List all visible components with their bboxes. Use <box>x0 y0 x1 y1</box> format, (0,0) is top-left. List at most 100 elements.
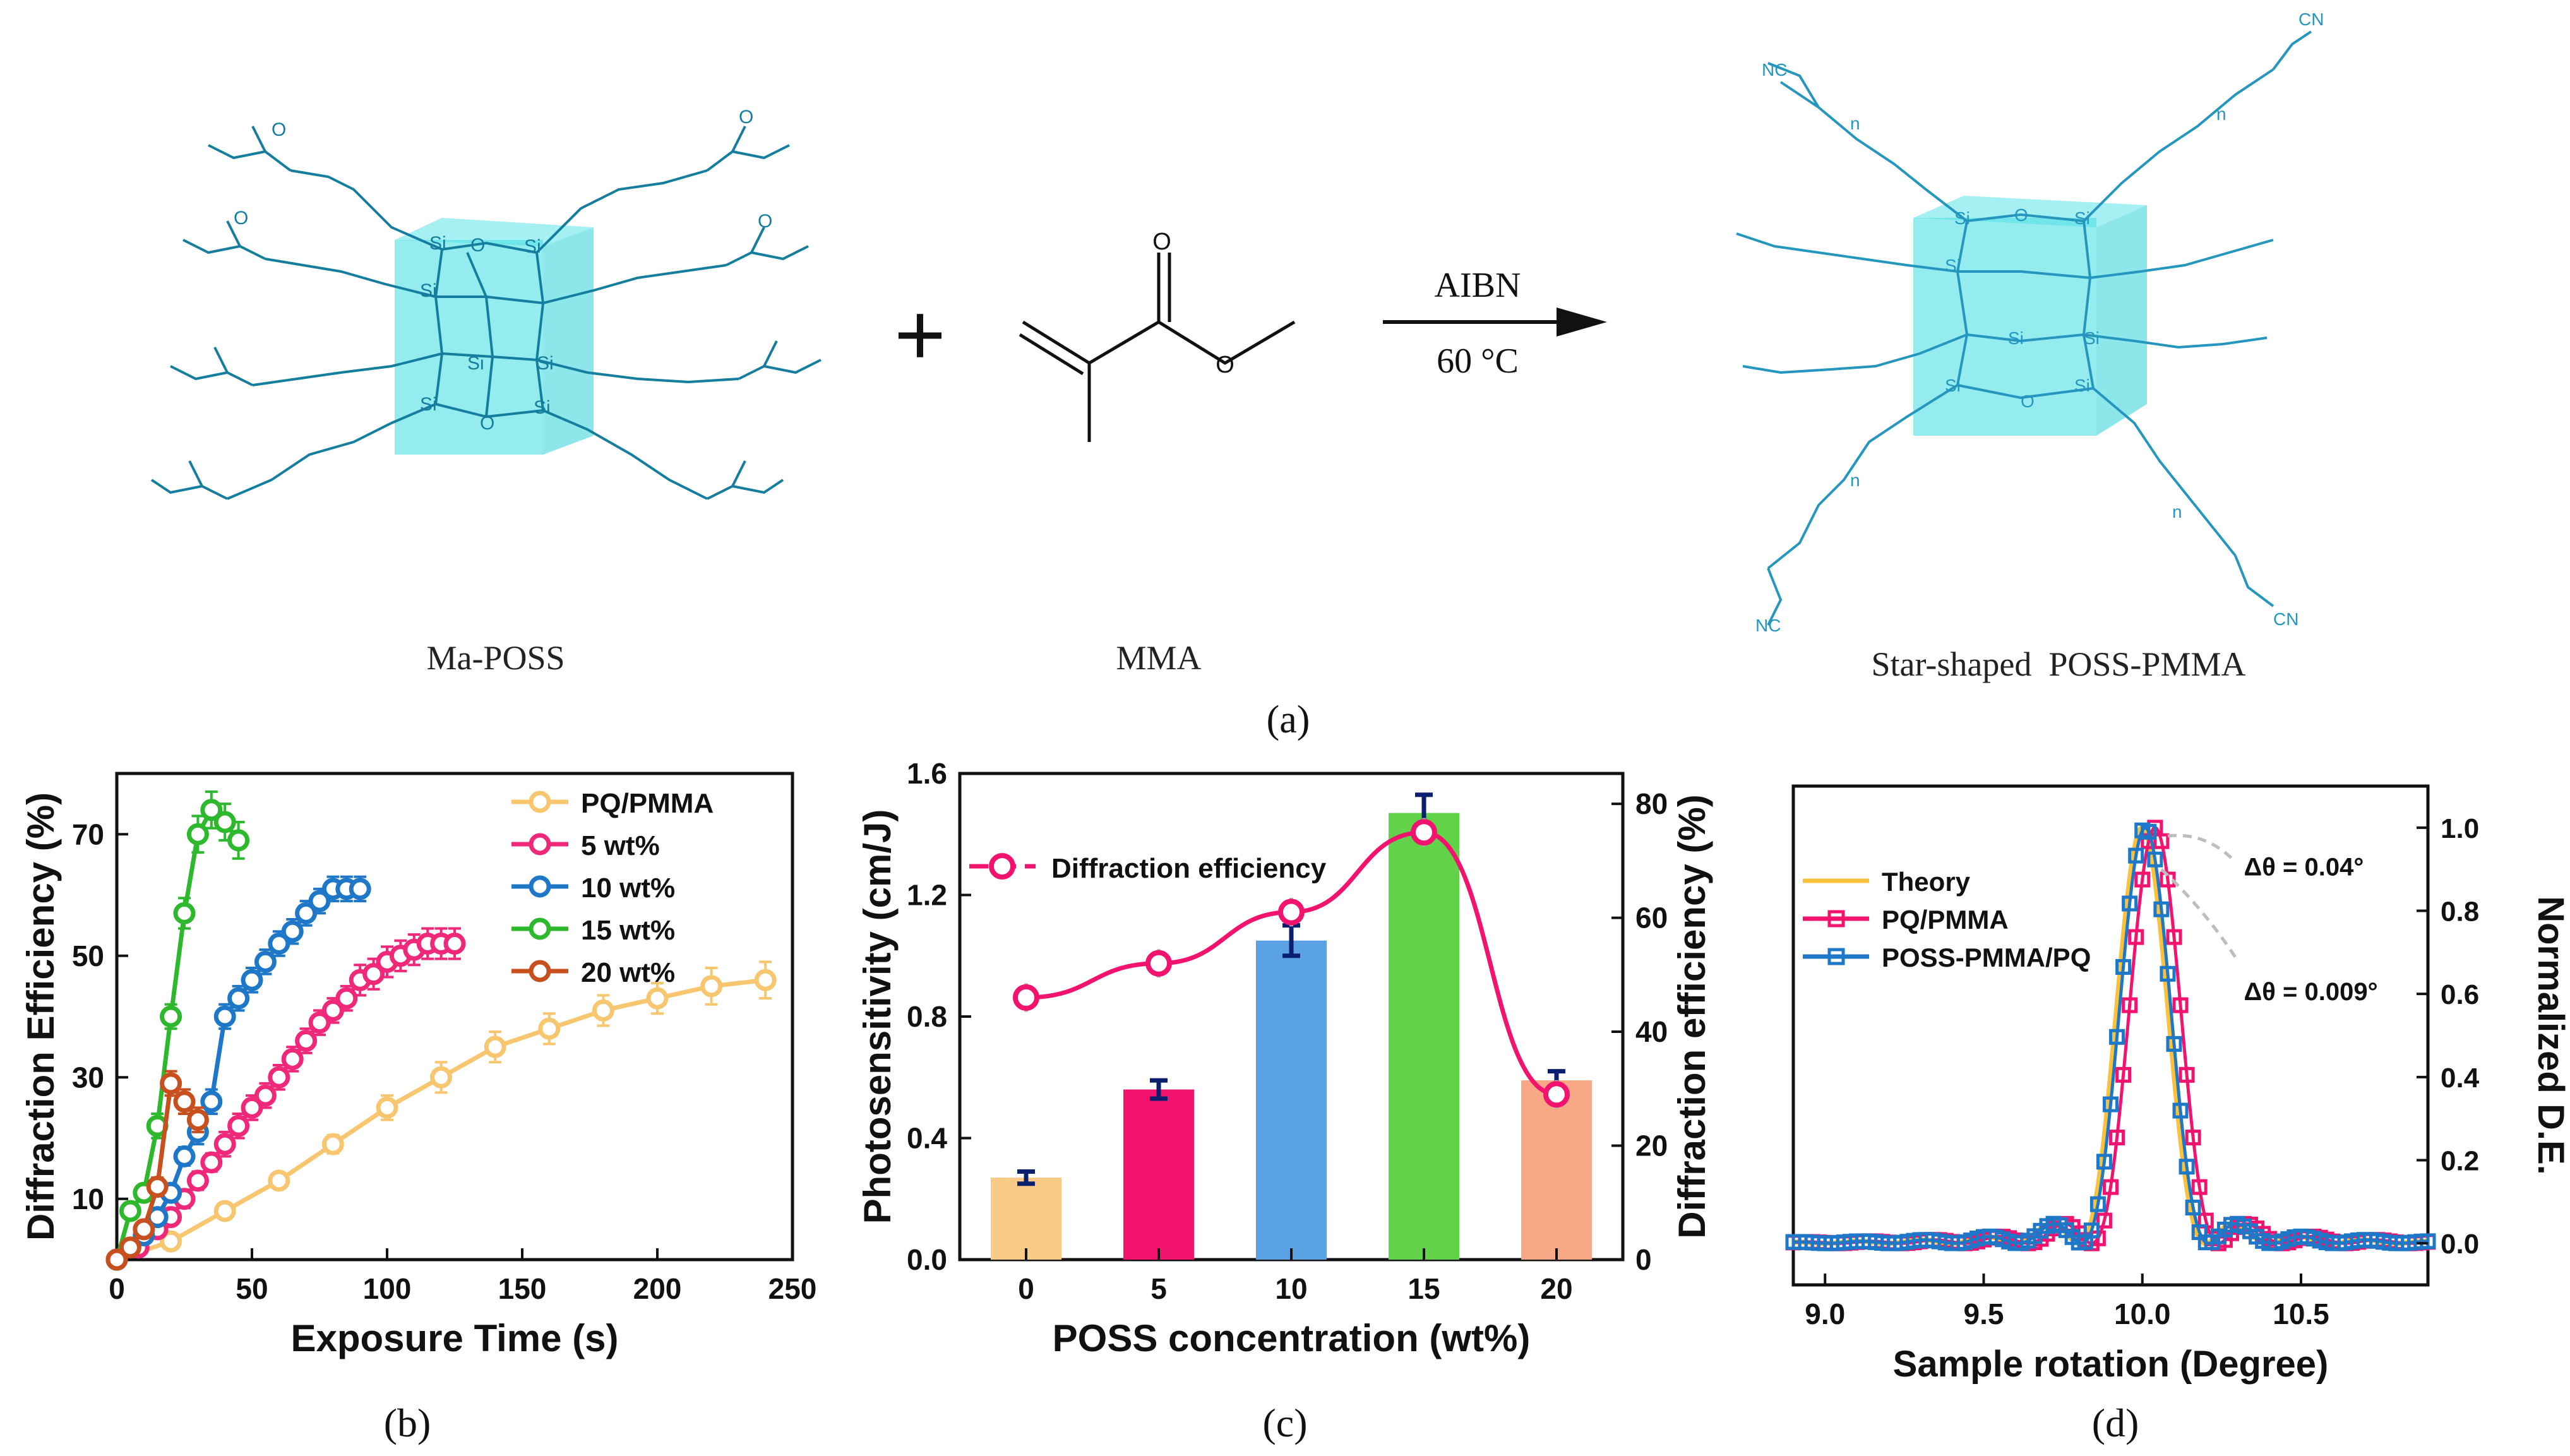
si-atom: Si <box>1954 208 1970 228</box>
y-right-axis-label: Normalized D.E. <box>2530 896 2570 1175</box>
data-point <box>754 969 777 991</box>
y-right-tick-label: 1.0 <box>2441 813 2479 844</box>
data-point <box>213 1133 236 1155</box>
data-point <box>2191 1179 2208 1195</box>
data-point <box>2122 895 2138 912</box>
si-atom: Si <box>1945 256 1961 275</box>
x-tick-label: 5 <box>1151 1272 1167 1305</box>
panel-label: (c) <box>1262 1400 1307 1445</box>
data-point <box>2185 1199 2201 1215</box>
cn-group: CN <box>2273 609 2298 629</box>
data-point <box>227 1114 250 1137</box>
si-atom: Si <box>534 397 551 418</box>
legend-marker <box>1827 948 1845 965</box>
data-point <box>281 1047 304 1070</box>
data-point <box>268 1066 290 1089</box>
o-atom: O <box>739 107 753 128</box>
data-point <box>2172 1102 2189 1119</box>
x-tick-label: 20 <box>1540 1272 1572 1305</box>
data-point <box>646 987 669 1010</box>
legend-label: 5 wt% <box>581 830 660 861</box>
data-point <box>254 950 277 973</box>
data-point <box>443 933 466 955</box>
legend-marker <box>1827 910 1845 928</box>
data-point <box>2166 1035 2182 1052</box>
data-point <box>2096 1154 2112 1170</box>
si-atom: Si <box>524 236 541 257</box>
repeat-unit-n: n <box>2172 502 2182 522</box>
legend-marker <box>529 917 551 940</box>
legend-label: Diffraction efficiency <box>1051 853 1327 884</box>
x-tick-label: 0 <box>109 1272 125 1305</box>
data-point <box>200 1151 223 1174</box>
nc-group: NC <box>1755 616 1781 635</box>
data-point <box>2103 1179 2119 1195</box>
plot-frame <box>115 772 794 1262</box>
legend-marker <box>989 853 1015 880</box>
data-point <box>160 1072 182 1095</box>
data-point <box>160 1230 182 1253</box>
data-point <box>268 1169 290 1192</box>
si-atom: Si <box>429 233 446 254</box>
efficiency-point <box>1145 950 1172 977</box>
x-tick-label: 10 <box>1275 1272 1307 1305</box>
efficiency-point <box>1411 819 1437 846</box>
x-tick-label: 9.0 <box>1805 1298 1845 1330</box>
y-right-tick-label: 0.4 <box>2441 1063 2480 1094</box>
data-point <box>173 902 196 924</box>
plot-frame <box>1791 784 2430 1287</box>
legend-label: PQ/PMMA <box>1882 905 2009 934</box>
o-atom: O <box>758 211 772 232</box>
data-point <box>2128 929 2144 945</box>
y-right-tick-label: 20 <box>1635 1130 1668 1162</box>
y-tick-label: 1.2 <box>907 879 947 912</box>
plus-sign: + <box>894 285 946 384</box>
x-tick-label: 10.5 <box>2273 1298 2329 1330</box>
product-name: Star-shaped POSS-PMMA <box>1872 645 2246 683</box>
data-point <box>227 987 250 1010</box>
data-point <box>2083 1222 2100 1239</box>
data-point <box>254 1084 277 1107</box>
si-atom: Si <box>2084 328 2100 348</box>
y-right-tick-label: 80 <box>1635 787 1668 820</box>
x-axis-label: Sample rotation (Degree) <box>1893 1344 2329 1385</box>
series-line <box>1793 826 2429 1245</box>
o-atom: O <box>2021 391 2035 411</box>
y-tick-label: 0.4 <box>907 1122 947 1155</box>
data-point <box>2185 1130 2201 1146</box>
bar <box>1256 940 1327 1260</box>
data-point <box>2420 1233 2436 1250</box>
data-point <box>349 878 371 900</box>
x-tick-label: 10.0 <box>2114 1298 2171 1330</box>
data-point <box>173 1090 196 1113</box>
data-point <box>2103 1096 2119 1113</box>
panel-a-scheme: Si Si Si Si Si Si Si O O O O O O Ma-POSS… <box>150 9 2324 741</box>
arrow-condition: 60 °C <box>1437 342 1519 381</box>
data-point <box>2172 997 2189 1013</box>
data-point <box>2134 871 2151 888</box>
panel-label: (d) <box>2092 1400 2139 1445</box>
annotation-label: Δθ = 0.04° <box>2244 854 2364 881</box>
si-atom: Si <box>537 353 554 374</box>
x-tick-label: 9.5 <box>1964 1298 2004 1330</box>
legend-label: Theory <box>1882 867 1971 897</box>
arrow-reagent: AIBN <box>1435 266 1521 305</box>
data-point <box>119 1200 141 1222</box>
efficiency-point <box>1543 1081 1570 1108</box>
legend-marker <box>529 875 551 898</box>
data-point <box>538 1017 561 1040</box>
x-axis-label: POSS concentration (wt%) <box>1053 1317 1531 1359</box>
y-right-tick-label: 40 <box>1635 1015 1668 1048</box>
legend-label: 15 wt% <box>581 915 675 946</box>
data-point <box>2160 965 2176 982</box>
y-tick-label: 30 <box>72 1061 104 1094</box>
x-tick-label: 100 <box>363 1272 412 1305</box>
data-point <box>2128 847 2144 864</box>
reactant1-name: Ma-POSS <box>426 639 565 677</box>
product-cube-side <box>2096 205 2147 436</box>
legend-marker <box>529 791 551 813</box>
data-point <box>200 799 223 821</box>
